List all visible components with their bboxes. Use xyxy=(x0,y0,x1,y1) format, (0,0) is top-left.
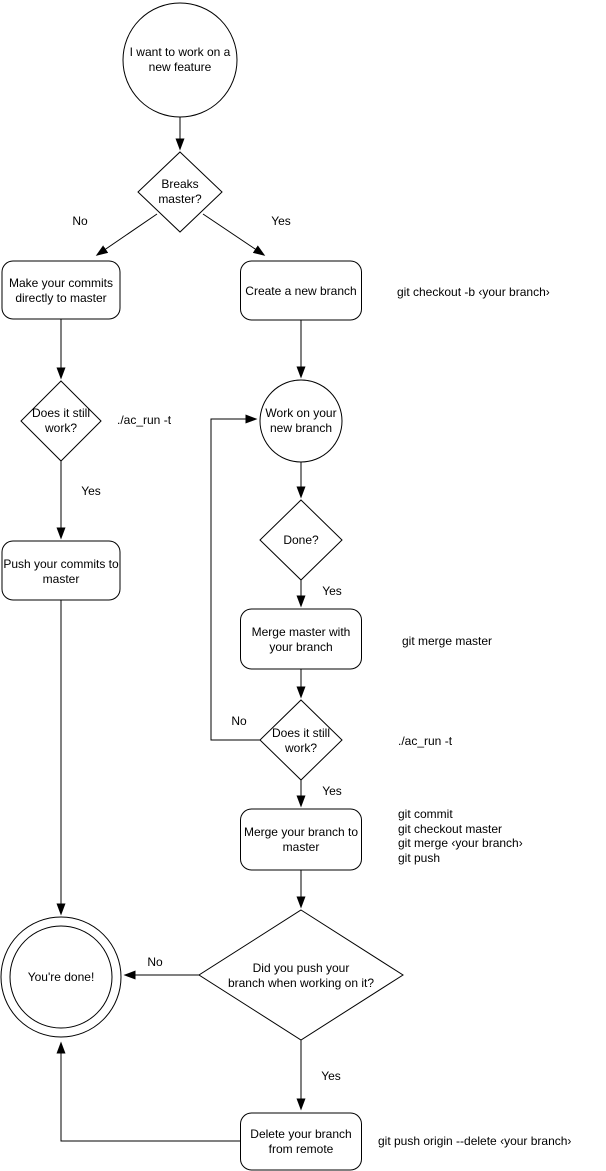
merge-branch-rect xyxy=(240,808,362,871)
does-it-work-left-label: Does it still xyxy=(32,406,90,420)
annotation-merge-branch-commands: git commit git checkout master git merge… xyxy=(398,807,523,865)
does-it-work-left-label: work? xyxy=(44,421,77,435)
create-branch-label: Create a new branch xyxy=(245,284,356,298)
youre-done-node: You're done! xyxy=(0,916,122,1038)
work-branch-label: Work on your xyxy=(265,406,336,420)
make-commits-label: Make your commits xyxy=(9,276,113,290)
annotation-git-merge-master: git merge master xyxy=(402,634,492,648)
does-it-work-right-diamond xyxy=(259,699,343,781)
delete-branch-label: Delete your branch xyxy=(250,1127,351,1141)
breaks-master-label: Breaks xyxy=(161,177,198,191)
merge-branch-label: Merge your branch to xyxy=(244,825,358,839)
start-node-circle xyxy=(122,2,238,118)
did-you-push-diamond xyxy=(198,909,404,1041)
start-node: I want to work on a new feature xyxy=(122,2,238,118)
breaks-master-decision: Breaks master? xyxy=(137,151,223,233)
merge-master-label: your branch xyxy=(269,640,332,654)
make-commits-rect xyxy=(1,260,121,320)
does-it-work-left-decision: Does it still work? xyxy=(20,380,102,462)
annotation-git-commit: git commit xyxy=(398,807,453,821)
merge-branch-label: master xyxy=(283,840,320,854)
did-you-push-label: branch when working on it? xyxy=(228,976,374,990)
delete-branch-node: Delete your branch from remote xyxy=(240,1112,362,1171)
does-it-work-right-label: work? xyxy=(284,741,317,755)
create-branch-rect xyxy=(240,260,362,321)
work-branch-circle xyxy=(259,379,343,463)
does-it-work-right-decision: Does it still work? xyxy=(259,699,343,781)
work-branch-label: new branch xyxy=(270,421,332,435)
youre-done-label: You're done! xyxy=(28,970,95,984)
youre-done-inner-circle xyxy=(9,925,113,1029)
annotation-ac-run-left: ./ac_run -t xyxy=(117,413,172,427)
start-node-label: new feature xyxy=(149,60,212,74)
make-commits-label: directly to master xyxy=(15,291,106,305)
annotation-ac-run-right: ./ac_run -t xyxy=(398,734,453,748)
done-question-decision: Done? xyxy=(259,499,343,581)
edge-delete-branch-loop-to-youre-done xyxy=(56,1041,240,1142)
push-commits-rect xyxy=(1,540,121,601)
annotation-git-checkout-master: git checkout master xyxy=(398,822,502,836)
edge-label-breaks-no: No xyxy=(72,214,88,228)
merge-master-label: Merge master with xyxy=(252,625,351,639)
start-node-label: I want to work on a xyxy=(130,45,231,59)
push-commits-node: Push your commits to master xyxy=(1,540,121,601)
annotation-git-checkout: git checkout -b ‹your branch› xyxy=(397,285,550,299)
annotation-git-push: git push xyxy=(398,851,440,865)
annotation-git-push-delete: git push origin --delete ‹your branch› xyxy=(378,1134,571,1148)
annotation-git-merge-branch: git merge ‹your branch› xyxy=(398,836,523,850)
edge-label-done-yes: Yes xyxy=(322,584,342,598)
push-commits-label: Push your commits to xyxy=(3,557,119,571)
breaks-master-label: master? xyxy=(158,192,202,206)
does-it-work-left-diamond xyxy=(20,380,102,462)
done-question-label: Done? xyxy=(283,533,319,547)
work-branch-node: Work on your new branch xyxy=(259,379,343,463)
delete-branch-label: from remote xyxy=(269,1142,334,1156)
edge-does-it-work-no-loop-to-work-branch xyxy=(210,414,260,741)
did-you-push-decision: Did you push your branch when working on… xyxy=(198,909,404,1041)
merge-master-node: Merge master with your branch xyxy=(240,608,362,670)
done-question-diamond xyxy=(259,499,343,581)
does-it-work-right-label: Does it still xyxy=(272,726,330,740)
merge-branch-node: Merge your branch to master xyxy=(240,808,362,871)
merge-master-rect xyxy=(240,608,362,670)
edge-label-did-push-yes: Yes xyxy=(321,1069,341,1083)
create-branch-node: Create a new branch xyxy=(240,260,362,321)
did-you-push-label: Did you push your xyxy=(253,961,350,975)
edge-label-still-works-right-yes: Yes xyxy=(322,784,342,798)
delete-branch-rect xyxy=(240,1112,362,1171)
make-commits-node: Make your commits directly to master xyxy=(1,260,121,320)
edge-label-still-works-left-yes: Yes xyxy=(81,484,101,498)
edge-label-breaks-yes: Yes xyxy=(271,214,291,228)
edge-breaks-no-to-make-commits xyxy=(95,213,158,256)
edge-label-still-works-right-no: No xyxy=(231,714,247,728)
breaks-master-diamond xyxy=(137,151,223,233)
edge-breaks-yes-to-create-branch xyxy=(202,213,266,256)
push-commits-label: master xyxy=(43,572,80,586)
edge-label-did-push-no: No xyxy=(147,955,163,969)
